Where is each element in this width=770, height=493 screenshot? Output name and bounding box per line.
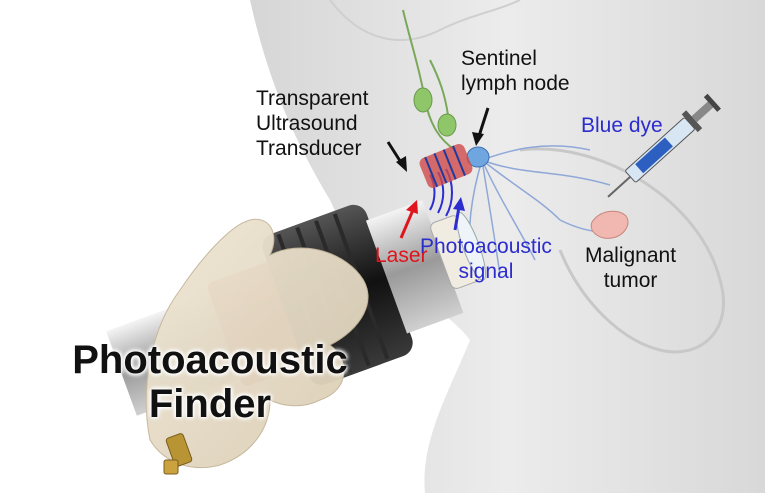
gloved-hand-icon bbox=[145, 218, 369, 468]
laser-arrow bbox=[399, 200, 418, 239]
malignant-tumor bbox=[590, 210, 629, 239]
transducer-arrow bbox=[386, 141, 407, 172]
laser-beam bbox=[419, 143, 473, 189]
transducer-label: Transparent Ultrasound Transducer bbox=[256, 87, 369, 160]
sentinel-node-label: Sentinel lymph node bbox=[461, 47, 570, 95]
syringe-icon bbox=[607, 93, 721, 198]
brass-connector bbox=[163, 433, 193, 475]
laser-label: Laser bbox=[375, 244, 428, 267]
pointer-arrows bbox=[386, 107, 490, 239]
blue-dye-label: Blue dye bbox=[581, 114, 663, 137]
lymph-node-green bbox=[437, 113, 457, 137]
device-name-title: Photoacoustic Finder bbox=[72, 338, 348, 426]
sentinel-arrow bbox=[472, 107, 490, 146]
neck-contour bbox=[329, 0, 521, 41]
torso-body bbox=[250, 0, 765, 493]
lymph-node-green bbox=[413, 87, 433, 113]
photoacoustic-signal-label: Photoacoustic signal bbox=[420, 235, 552, 283]
torso-illustration bbox=[250, 0, 765, 493]
lymph-chain bbox=[402, 9, 457, 151]
breast-contour bbox=[519, 147, 726, 354]
tumor-label: Malignant tumor bbox=[585, 244, 677, 292]
signal-arrow bbox=[453, 197, 465, 231]
